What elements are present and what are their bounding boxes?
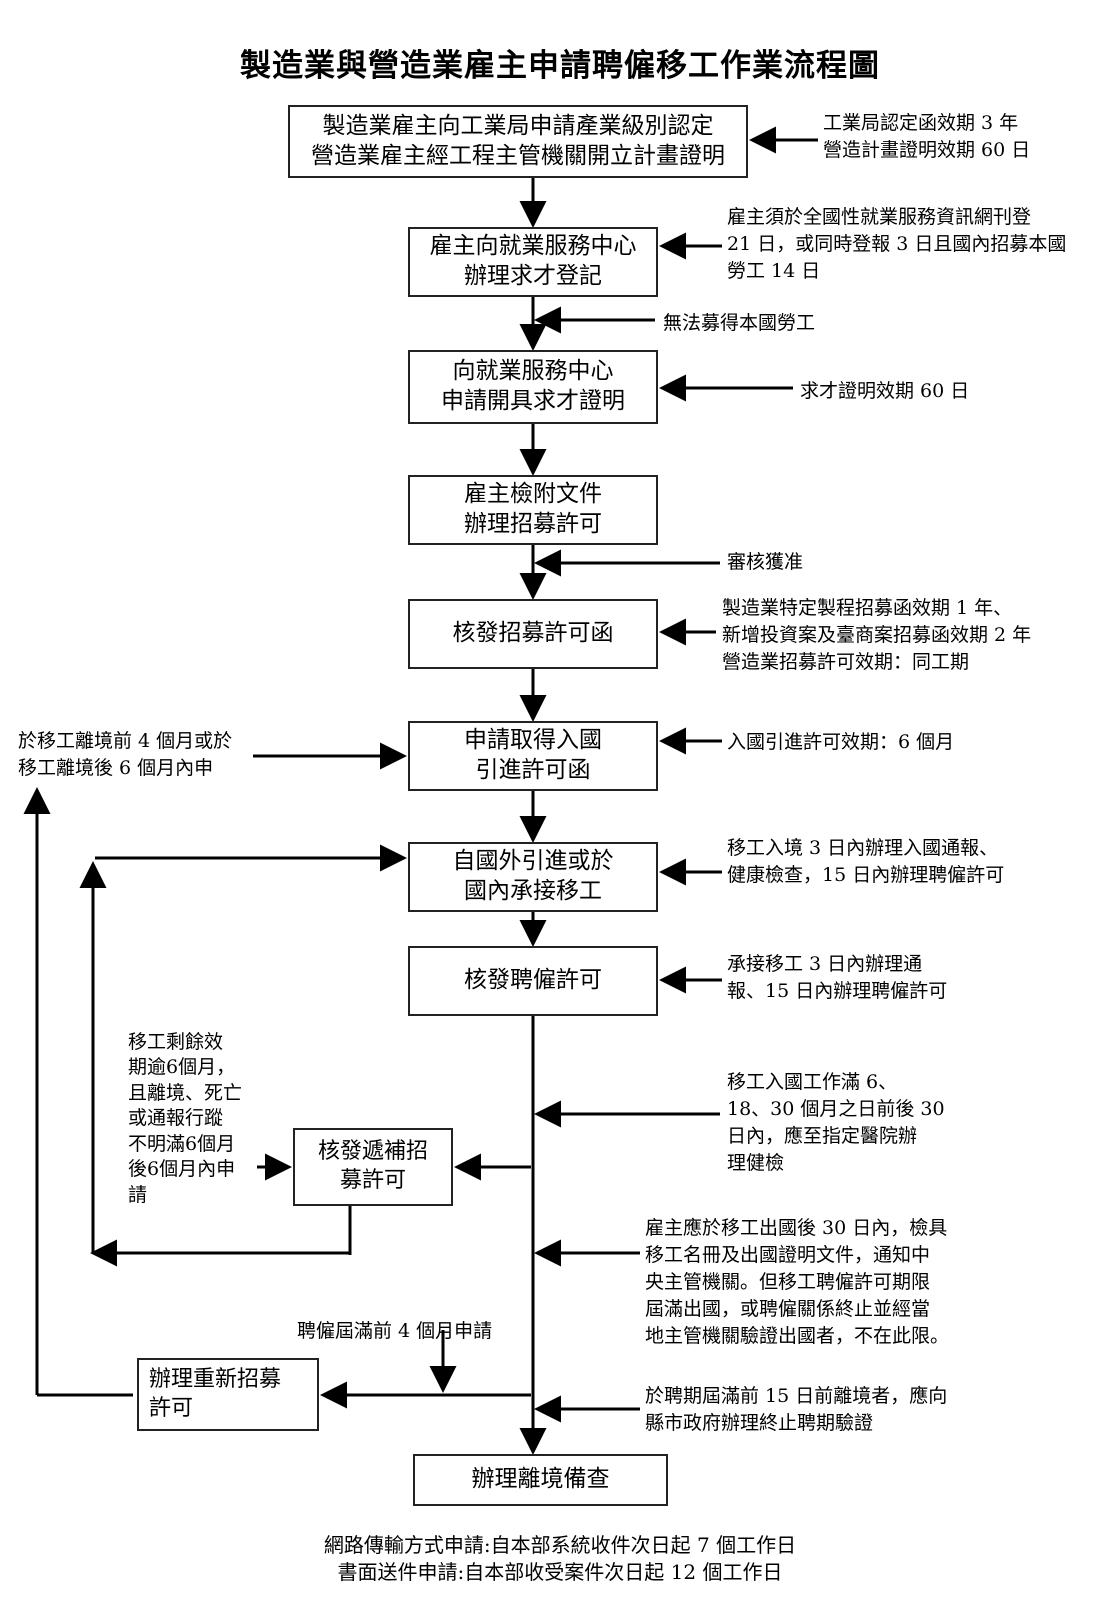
node-rerecruitment-permit[interactable]: 辦理重新招募 許可 xyxy=(137,1358,319,1431)
note-recruitment-proof-validity: 求才證明效期 60 日 xyxy=(800,380,970,402)
node-import-or-transfer[interactable]: 自國外引進或於 國內承接移工 xyxy=(408,842,658,912)
node-departure-filing[interactable]: 辦理離境備查 xyxy=(413,1454,668,1506)
node-apply-recruitment-proof[interactable]: 向就業服務中心 申請開具求才證明 xyxy=(408,350,658,424)
note-departure-notification: 雇主應於移工出國後 30 日內，檢具 移工名冊及出國證明文件，通知中 央主管機關… xyxy=(645,1217,950,1347)
node-industry-certification[interactable]: 製造業雇主向工業局申請產業級別認定 營造業雇主經工程主管機關開立計畫證明 xyxy=(288,105,748,178)
note-certification-validity: 工業局認定函效期 3 年 營造計畫證明效期 60 日 xyxy=(823,112,1031,161)
note-approved: 審核獲准 xyxy=(727,551,804,573)
node-entry-import-permit[interactable]: 申請取得入國 引進許可函 xyxy=(408,721,658,791)
note-transfer-reporting: 承接移工 3 日內辦理通 報、15 日內辦理聘僱許可 xyxy=(727,953,948,1002)
note-recruitment-letter-validity: 製造業特定製程招募函效期 1 年、 新增投資案及臺商案招募函效期 2 年 營造業… xyxy=(722,597,1032,673)
note-cannot-recruit-local: 無法募得本國勞工 xyxy=(663,312,816,334)
note-health-check-schedule: 移工入國工作滿 6、 18、30 個月之日前後 30 日內，應至指定醫院辦 理健… xyxy=(727,1071,945,1174)
node-issue-replacement-permit[interactable]: 核發遞補招 募許可 xyxy=(293,1128,453,1206)
note-posting-period: 雇主須於全國性就業服務資訊網刊登 21 日，或同時登報 3 日且國內招募本國 勞… xyxy=(727,206,1067,282)
node-issue-employment-permit[interactable]: 核發聘僱許可 xyxy=(408,946,658,1016)
note-entry-reporting: 移工入境 3 日內辦理入國通報、 健康檢查，15 日內辦理聘僱許可 xyxy=(727,837,1005,886)
note-entry-permit-validity: 入國引進許可效期：6 個月 xyxy=(727,731,955,753)
note-replacement-conditions: 移工剩餘效 期逾6個月， 且離境、死亡 或通報行蹤 不明滿6個月 後6個月內申 … xyxy=(128,1031,243,1206)
note-early-departure-verification: 於聘期屆滿前 15 日前離境者，應向 縣市政府辦理終止聘期驗證 xyxy=(645,1385,948,1434)
note-reapply-before-expiry: 聘僱屆滿前 4 個月申請 xyxy=(297,1320,493,1342)
footer-processing-time: 網路傳輸方式申請:自本部系統收件次日起 7 個工作日 書面送件申請:自本部收受案… xyxy=(323,1533,797,1584)
note-pre-departure-window: 於移工離境前 4 個月或於 移工離境後 6 個月內申 xyxy=(18,730,233,779)
node-issue-recruitment-letter[interactable]: 核發招募許可函 xyxy=(408,599,658,669)
node-job-vacancy-registration[interactable]: 雇主向就業服務中心 辦理求才登記 xyxy=(408,227,658,297)
node-submit-documents-permit[interactable]: 雇主檢附文件 辦理招募許可 xyxy=(408,475,658,545)
page-title: 製造業與營造業雇主申請聘僱移工作業流程圖 xyxy=(240,48,880,84)
